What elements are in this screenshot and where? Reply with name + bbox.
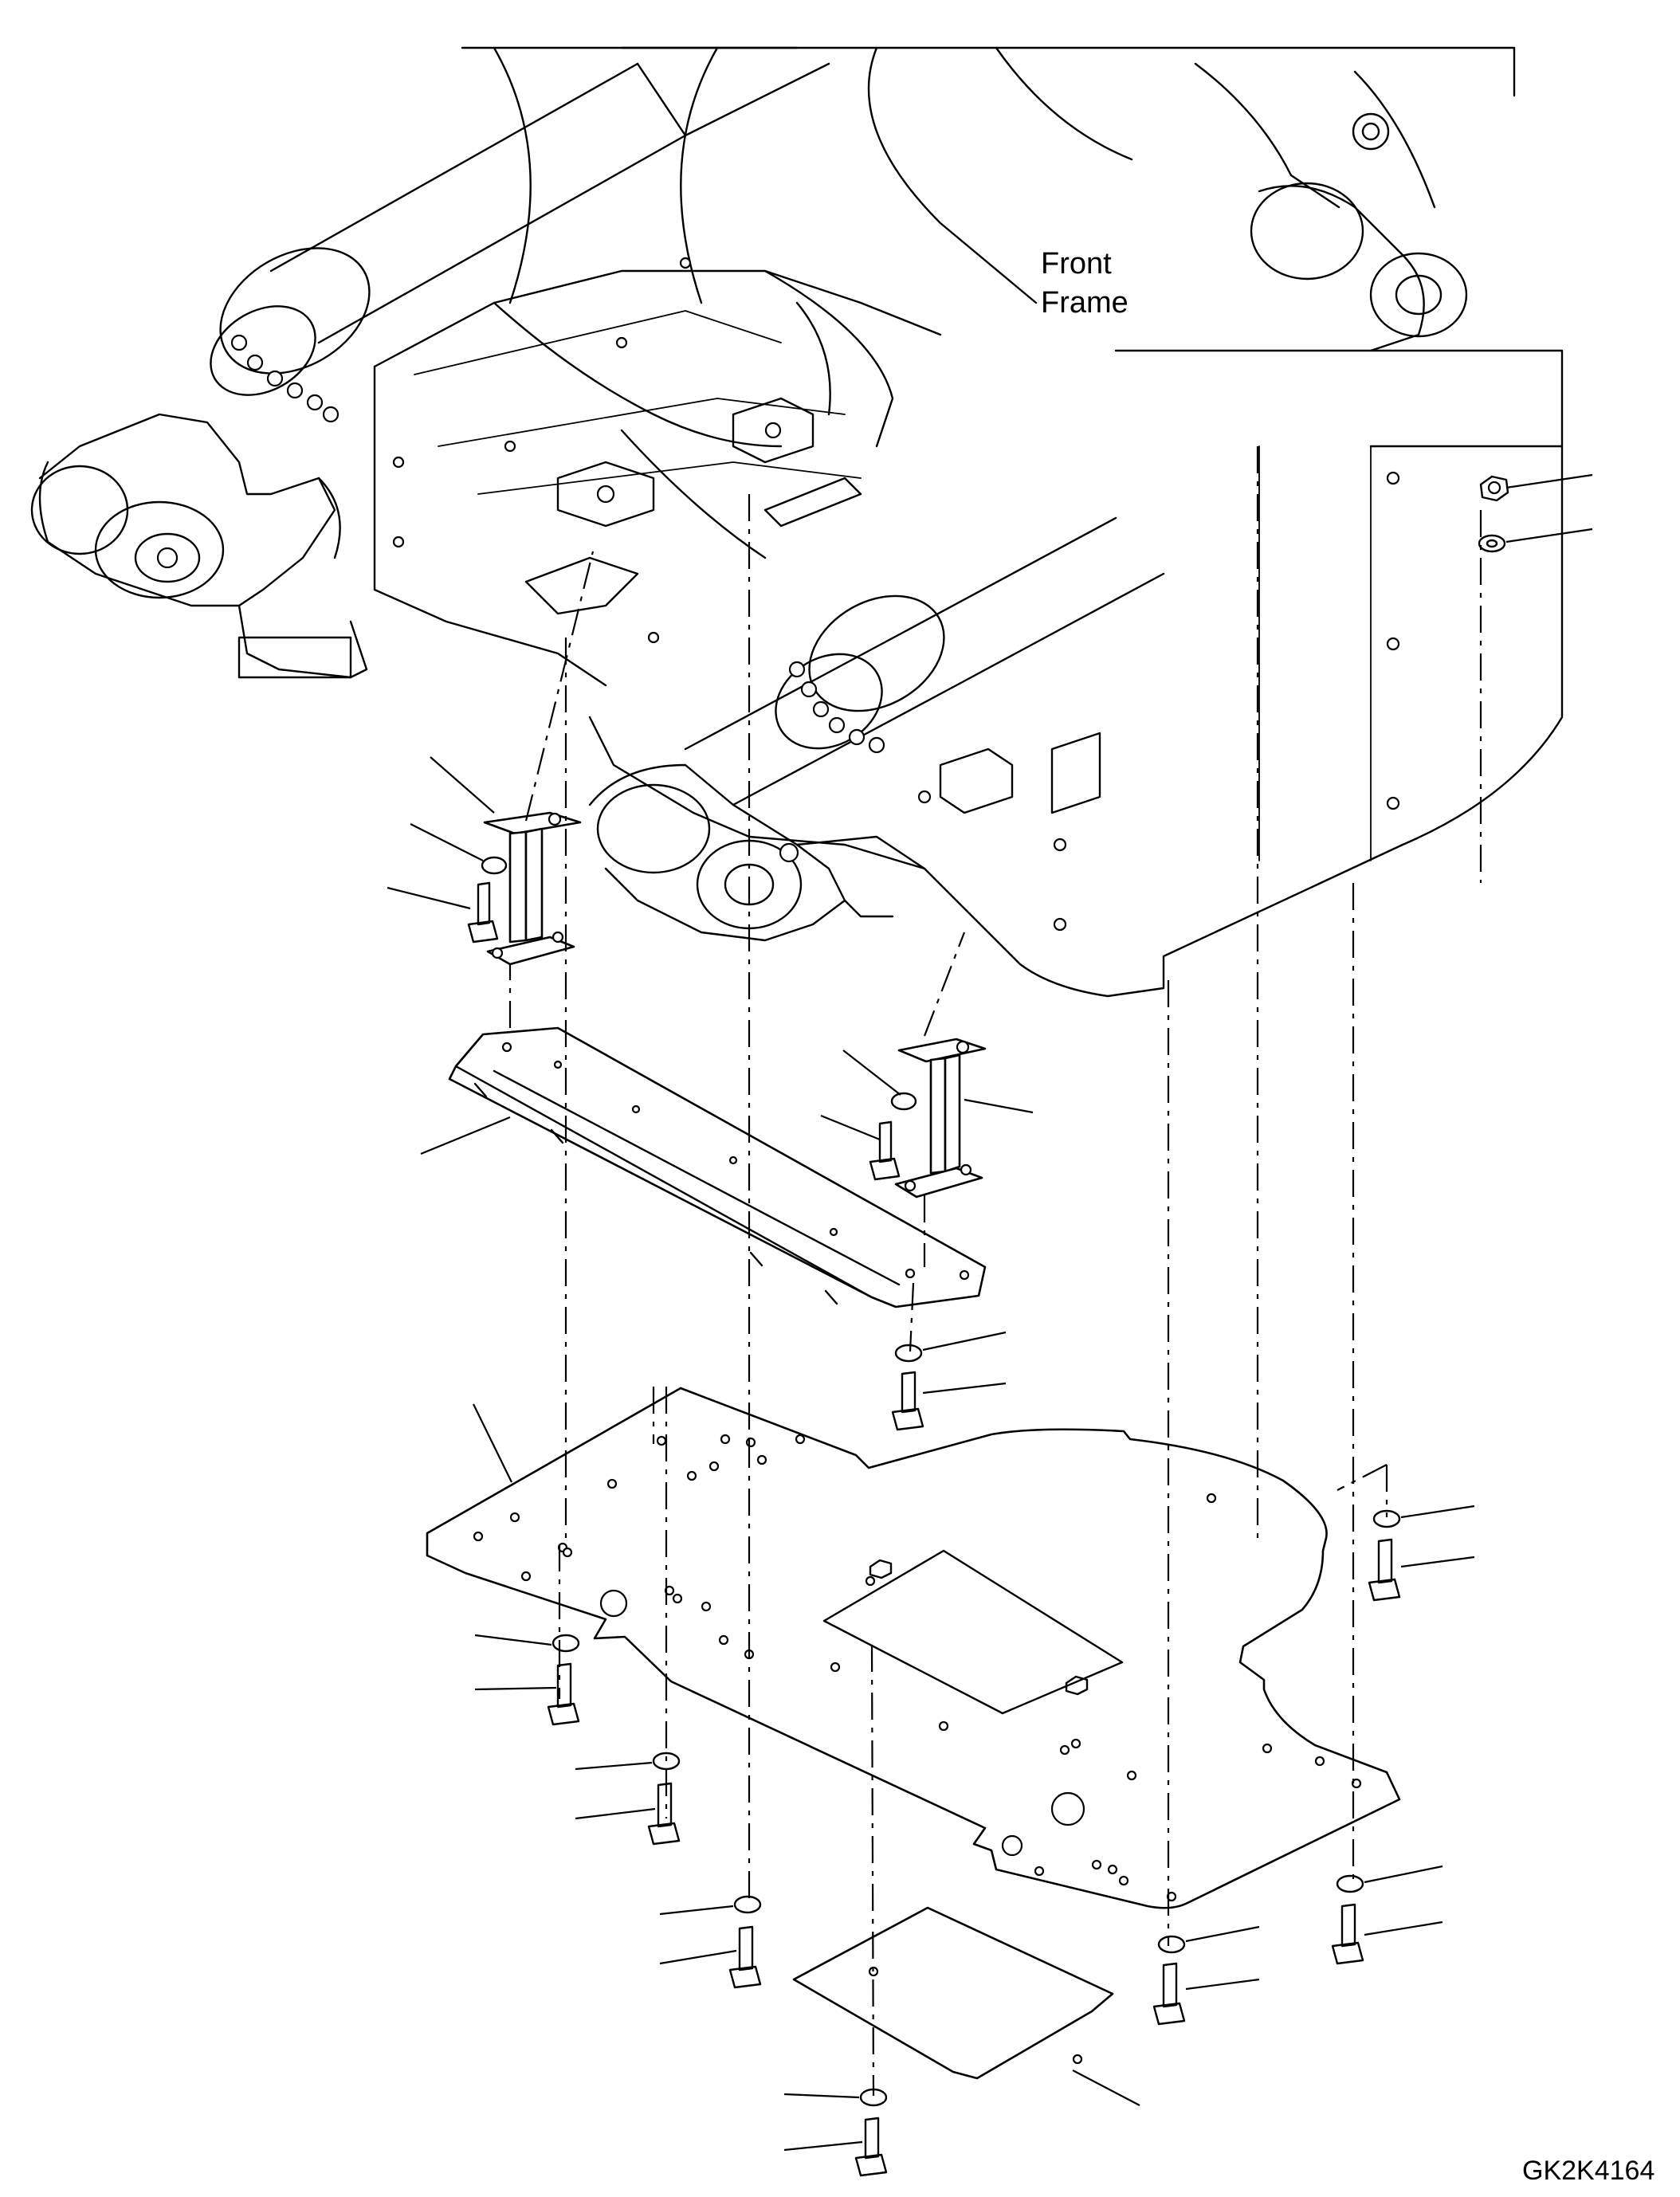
frame-holes: [392, 257, 1400, 932]
front-frame-label-line1: Front: [1041, 247, 1112, 281]
front-frame-assembly: [30, 46, 1564, 998]
front-frame-label-line2: Frame: [1041, 286, 1129, 320]
fastener-set-right: [1152, 1505, 1475, 2026]
center-cylinder-bolt-ring: [788, 661, 885, 754]
support-bracket-right: [820, 1038, 1034, 1199]
support-bracket-left: [387, 756, 582, 966]
alignment-lines: [508, 446, 1482, 2097]
drawing-code-label: GK2K4164: [1522, 2156, 1654, 2186]
support-beam: [420, 1026, 1007, 1431]
left-cylinder-bolt-ring: [230, 334, 340, 423]
small-cover-plate: [792, 1906, 1140, 2106]
front-frame-callout: Front Frame: [1041, 247, 1129, 320]
under-cover-holes: [473, 1434, 1362, 1902]
main-under-cover-plate: [426, 1387, 1401, 1909]
nut-and-washer-upper-right: [1478, 473, 1593, 553]
